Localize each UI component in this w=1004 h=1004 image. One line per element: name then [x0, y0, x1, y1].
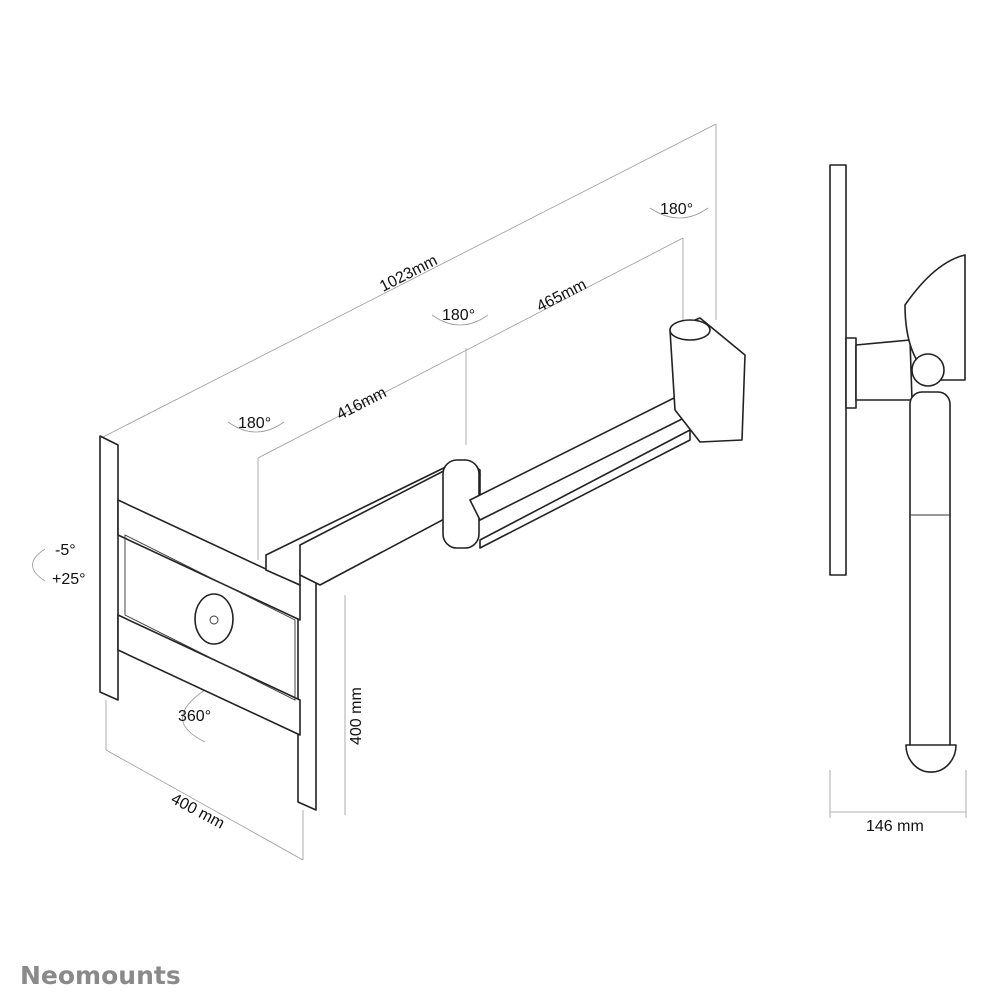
arm-outer-length-label: 465mm [534, 276, 589, 315]
depth-label: 146 mm [866, 818, 924, 835]
overall-length-label: 1023mm [377, 252, 440, 295]
rotation-arcs [32, 207, 709, 743]
side-view [829, 164, 966, 773]
brand-logo: Neomounts [20, 961, 181, 990]
tilt-down-label: +25° [52, 571, 86, 588]
arm-inner-length-label: 416mm [334, 384, 389, 423]
vesa-plate [99, 435, 317, 811]
vesa-height-label: 400 mm [348, 687, 365, 745]
tilt-up-label: -5° [55, 542, 76, 559]
dimension-lines [102, 123, 967, 861]
articulating-arm [265, 317, 746, 586]
vesa-width-label: 400 mm [168, 791, 227, 833]
rotation-label: 360° [178, 708, 211, 725]
swivel-screen-label: 180° [238, 415, 271, 432]
swivel-middle-label: 180° [442, 307, 475, 324]
swivel-wall-label: 180° [660, 201, 693, 218]
